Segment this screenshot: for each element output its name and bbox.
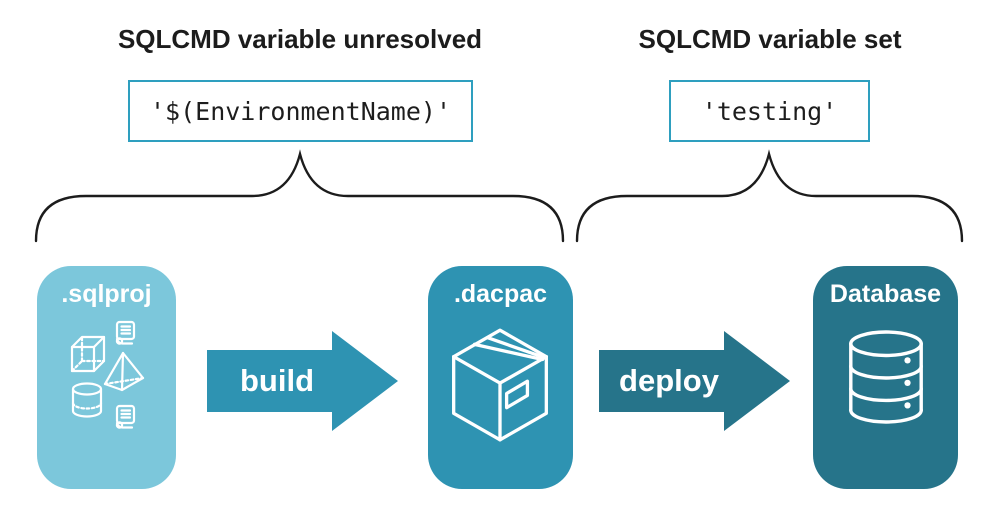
sql-project-objects-icon <box>70 320 145 429</box>
left-brace <box>34 149 565 243</box>
database-cylinder-icon <box>849 330 923 424</box>
package-box-icon <box>452 328 548 442</box>
dacpac-stage-label: .dacpac <box>453 280 548 308</box>
deploy-arrow-label: deploy <box>619 363 719 398</box>
left-group-title: SQLCMD variable unresolved <box>117 24 483 54</box>
build-arrow-shape <box>207 331 398 431</box>
database-stage-label: Database <box>829 280 942 308</box>
script-scroll-icon <box>115 404 136 429</box>
pyramid-icon <box>103 351 145 392</box>
sqlproj-stage-card: .sqlproj <box>37 266 176 489</box>
database-stage-card: Database <box>813 266 958 489</box>
cube-icon <box>70 335 106 373</box>
build-arrow: build <box>207 331 399 431</box>
resolved-variable-code-box: 'testing' <box>669 80 870 142</box>
right-group-title: SQLCMD variable set <box>638 24 902 54</box>
script-scroll-icon <box>115 320 136 345</box>
cylinder-icon <box>71 382 103 418</box>
deploy-arrow: deploy <box>599 331 791 431</box>
right-brace <box>575 149 964 243</box>
deploy-arrow-shape <box>599 331 790 431</box>
dacpac-stage-card: .dacpac <box>428 266 573 489</box>
sqlproj-stage-label: .sqlproj <box>61 280 152 308</box>
build-arrow-label: build <box>239 363 315 398</box>
unresolved-variable-code-box: '$(EnvironmentName)' <box>128 80 473 142</box>
